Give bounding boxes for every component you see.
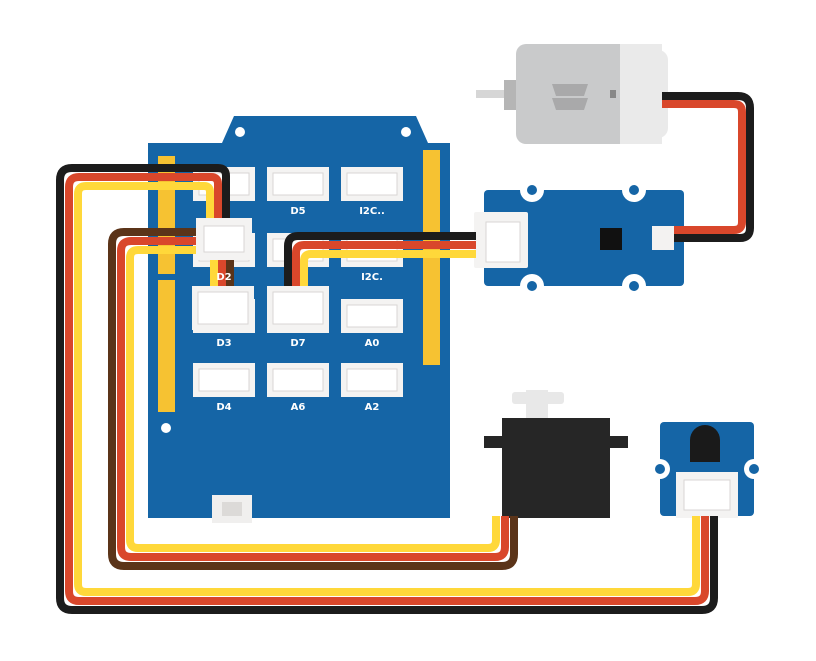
grove-port-socket xyxy=(198,368,250,392)
sensor-element xyxy=(690,425,720,462)
mounting-hole xyxy=(235,127,245,137)
motor-driver-board xyxy=(474,178,684,298)
grove-port-socket xyxy=(272,368,324,392)
servo-body xyxy=(502,418,610,518)
motor-vent xyxy=(552,84,588,96)
servo-horn-stem xyxy=(526,390,548,420)
port-label-i2c-1: I2C.. xyxy=(359,206,385,217)
connector-d2-plug-inner xyxy=(203,225,245,253)
port-label-d2: D2 xyxy=(216,272,231,283)
port-label-a2: A2 xyxy=(365,402,380,413)
mounting-hole xyxy=(629,281,639,291)
plugged-connectors xyxy=(192,218,329,330)
connector-d3-plug-inner xyxy=(197,291,249,325)
grove-port-socket xyxy=(272,172,324,196)
header-strip-left-bottom xyxy=(158,280,175,412)
port-label-d3: D3 xyxy=(216,338,231,349)
servo-motor xyxy=(484,390,628,518)
sensor-grove-connector-inner xyxy=(683,479,731,511)
mounting-hole xyxy=(629,185,639,195)
connector-d7-plug-inner xyxy=(272,291,324,325)
sensor-module xyxy=(650,422,764,518)
mounting-hole xyxy=(749,464,759,474)
wire-d2-to-sensor xyxy=(56,164,718,614)
motor-terminal xyxy=(652,226,674,250)
mounting-hole xyxy=(527,185,537,195)
grove-port-socket xyxy=(346,172,398,196)
port-label-d5: D5 xyxy=(290,206,305,217)
driver-grove-connector-inner xyxy=(485,221,521,263)
servo-mount-tabs xyxy=(484,436,628,448)
power-connector-inner xyxy=(222,502,242,516)
grove-port-socket xyxy=(346,304,398,328)
mounting-hole xyxy=(161,423,171,433)
wire-d7-to-motor-driver xyxy=(284,232,476,290)
mounting-hole xyxy=(655,464,665,474)
motor-shaft xyxy=(476,90,508,98)
port-label-a6: A6 xyxy=(291,402,306,413)
grove-port-socket xyxy=(346,368,398,392)
port-label-d7: D7 xyxy=(290,338,305,349)
driver-chip xyxy=(600,228,622,250)
motor-endcap-round xyxy=(640,50,668,138)
wire-driver-to-motor xyxy=(662,92,754,242)
mounting-hole xyxy=(401,127,411,137)
motor-vent xyxy=(552,98,588,110)
motor-driver-body xyxy=(484,190,684,286)
dc-motor xyxy=(476,44,668,144)
port-label-i2c-2: I2C. xyxy=(361,272,383,283)
mounting-hole xyxy=(527,281,537,291)
port-label-a0: A0 xyxy=(365,338,380,349)
port-label-d4: D4 xyxy=(216,402,231,413)
motor-rivet xyxy=(610,90,616,98)
